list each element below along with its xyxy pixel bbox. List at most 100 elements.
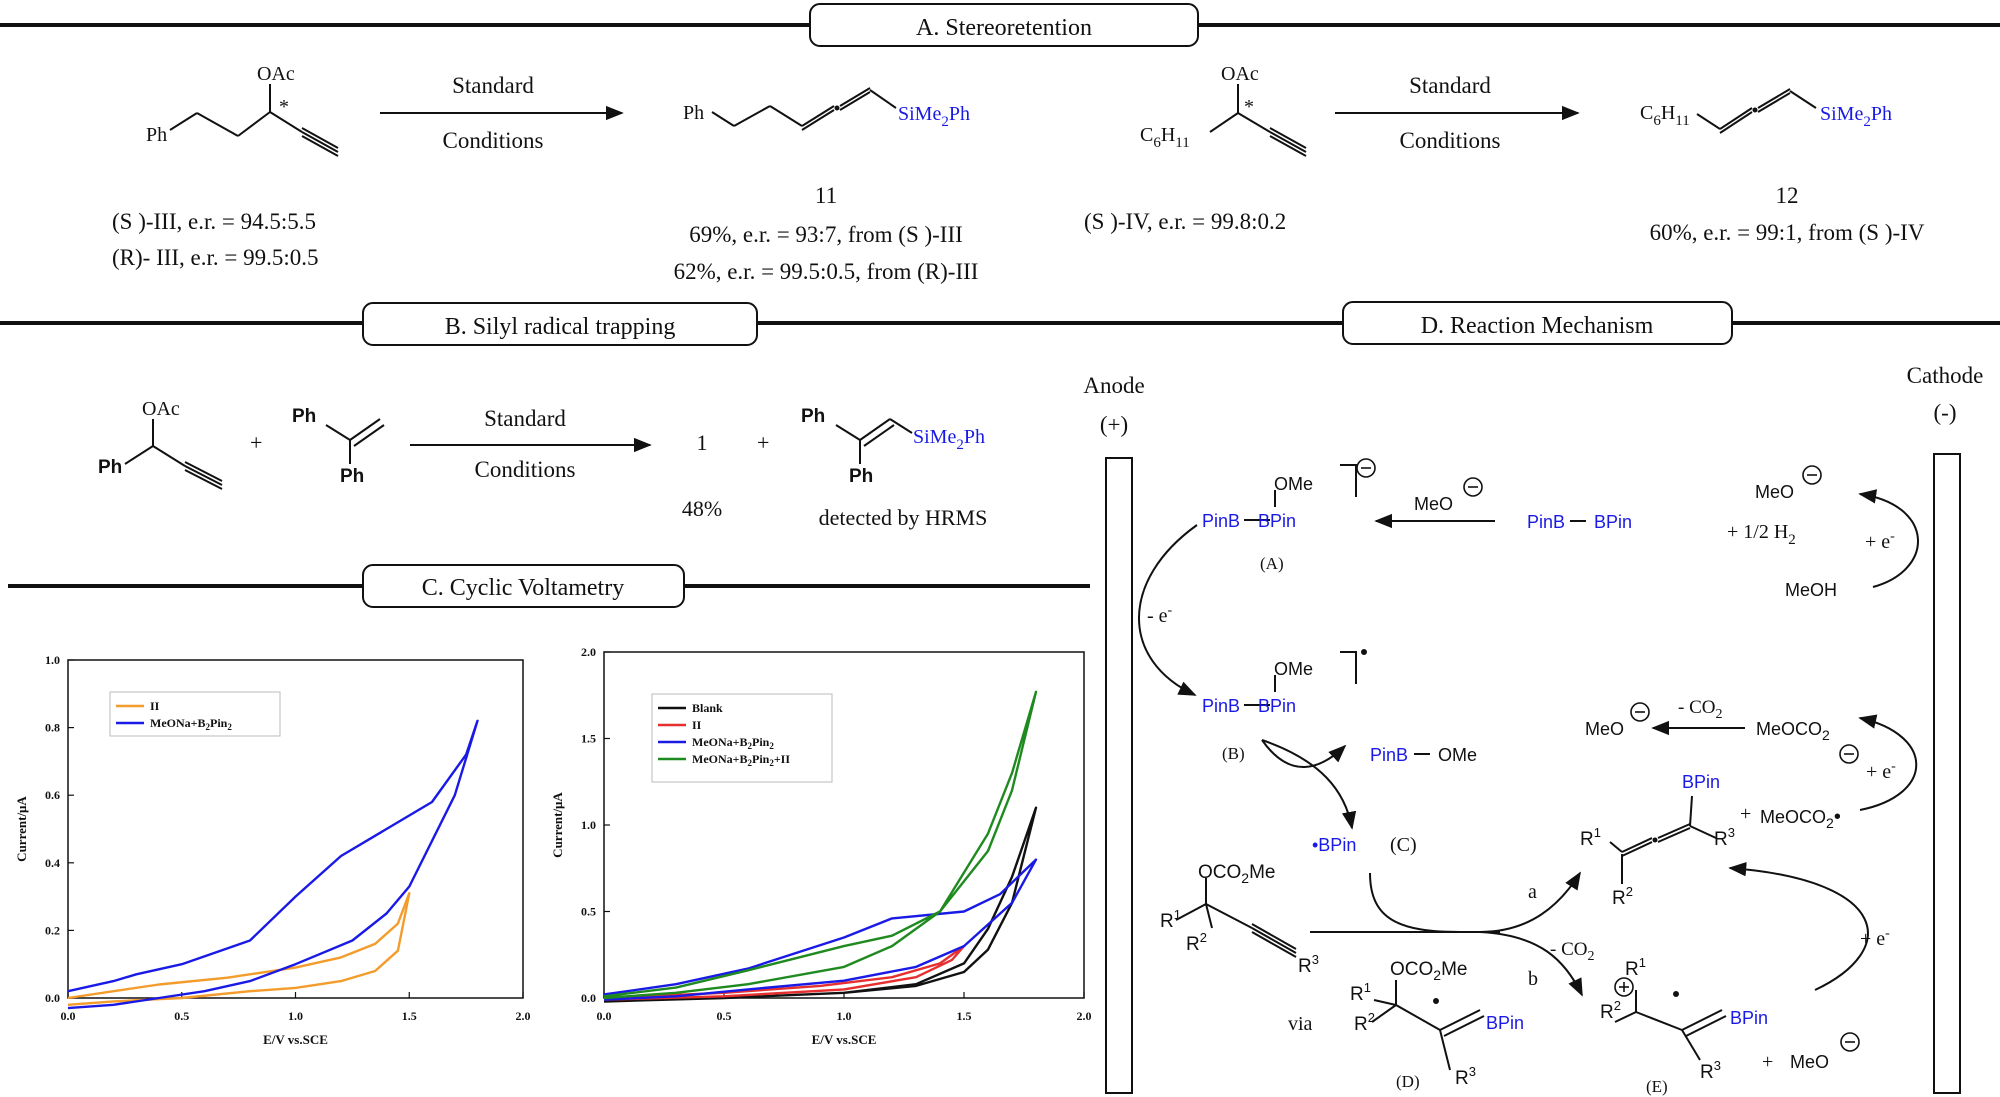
ph-label: Ph bbox=[683, 102, 704, 124]
y-tick-label: 2.0 bbox=[581, 645, 596, 659]
ph-label: Ph bbox=[801, 406, 825, 427]
plus-sign: + bbox=[250, 430, 262, 455]
y-axis-label: Current/μA bbox=[14, 796, 29, 862]
section-b-header: B. Silyl radical trapping bbox=[0, 302, 1343, 346]
ph-label: Ph bbox=[98, 457, 122, 478]
r2-label: R2 bbox=[1354, 1010, 1375, 1035]
sime2ph-label: SiMe2Ph bbox=[898, 103, 970, 130]
svg-text:BPin: BPin bbox=[1594, 512, 1632, 532]
svg-text:(B): (B) bbox=[1222, 744, 1245, 763]
allene-center-dot bbox=[1752, 107, 1758, 113]
section-a-header: A. Stereoretention bbox=[0, 3, 2000, 47]
legend-label: II bbox=[150, 699, 160, 713]
hrms-detected: detected by HRMS bbox=[819, 505, 988, 530]
x-tick-label: 1.5 bbox=[957, 1009, 972, 1023]
meo-label: MeO bbox=[1755, 482, 1794, 502]
ph-label: Ph bbox=[849, 466, 873, 487]
meoco2-reduction-arrow bbox=[1858, 714, 1917, 811]
product-12-yield: 60%, e.r. = 99:1, from (S )-IV bbox=[1650, 220, 1925, 245]
conditions-label: Conditions bbox=[475, 457, 576, 482]
product-12-label: 12 bbox=[1776, 183, 1799, 208]
minus-charge-icon bbox=[1630, 702, 1650, 722]
standard-label: Standard bbox=[1409, 73, 1491, 98]
panel-a-left-substrate bbox=[169, 84, 339, 157]
oac-label: OAc bbox=[1221, 63, 1259, 85]
plus-sign: + bbox=[1740, 803, 1751, 825]
stereocenter-star: * bbox=[1244, 96, 1254, 118]
radical-dot bbox=[1433, 998, 1439, 1004]
x-tick-label: 0.5 bbox=[174, 1009, 189, 1023]
svg-text:PinB: PinB bbox=[1370, 745, 1408, 765]
cathode-sign: (-) bbox=[1934, 400, 1957, 425]
meoco2-anion-label: MeOCO2 bbox=[1756, 719, 1830, 743]
product-12-structure bbox=[1696, 88, 1817, 134]
meo-label: MeO bbox=[1414, 494, 1453, 514]
sime2ph-label: SiMe2Ph bbox=[1820, 103, 1892, 130]
pinb-ome: PinB OMe bbox=[1370, 745, 1477, 765]
plus-e-label: + e- bbox=[1865, 529, 1895, 553]
propargyl-carbonate bbox=[1175, 878, 1297, 958]
ph-label: Ph bbox=[340, 466, 364, 487]
minus-charge-icon bbox=[1839, 744, 1859, 764]
conditions-label: Conditions bbox=[1400, 128, 1501, 153]
bpin-radical-label: •BPin bbox=[1312, 835, 1356, 855]
path-a-arrow bbox=[1479, 871, 1581, 933]
series-line bbox=[67, 892, 411, 1006]
minus-charge-icon bbox=[1802, 465, 1822, 485]
allenyl-boronate bbox=[1609, 795, 1717, 884]
series-line bbox=[67, 719, 479, 1010]
section-d-title: D. Reaction Mechanism bbox=[1421, 313, 1654, 339]
species-d-label: (D) bbox=[1396, 1072, 1420, 1091]
plus-sign: + bbox=[757, 430, 769, 455]
r3-label: R3 bbox=[1700, 1058, 1721, 1083]
meoh-label: MeOH bbox=[1785, 580, 1837, 600]
right-sm-er: (S )-IV, e.r. = 99.8:0.2 bbox=[1084, 209, 1286, 234]
species-b: PinB BPin OMe (B) bbox=[1202, 649, 1367, 763]
svg-text:OMe: OMe bbox=[1274, 659, 1313, 679]
anode-sign: (+) bbox=[1100, 412, 1128, 437]
legend-box bbox=[109, 691, 281, 737]
minus-co2-label: - CO2 bbox=[1550, 939, 1594, 964]
r1-label: R1 bbox=[1580, 825, 1601, 850]
svg-text:PinB: PinB bbox=[1202, 511, 1240, 531]
y-tick-label: 0.2 bbox=[45, 923, 60, 937]
diphenylethylene-structure bbox=[325, 418, 385, 464]
legend-label: MeONa+B2Pin2 bbox=[692, 735, 774, 751]
svg-text:PinB: PinB bbox=[1202, 696, 1240, 716]
x-tick-label: 2.0 bbox=[1077, 1009, 1092, 1023]
svg-text:BPin: BPin bbox=[1258, 511, 1296, 531]
panel-b-substrate bbox=[124, 419, 223, 490]
left-sm-er-1: (S )-III, e.r. = 94.5:5.5 bbox=[112, 209, 316, 234]
svg-text:OMe: OMe bbox=[1438, 745, 1477, 765]
plus-e-label: + e- bbox=[1860, 926, 1890, 950]
via-label: via bbox=[1288, 1013, 1313, 1035]
minus-co2-label: - CO2 bbox=[1678, 697, 1722, 722]
section-b-title: B. Silyl radical trapping bbox=[445, 314, 676, 340]
legend-label: Blank bbox=[692, 701, 723, 715]
vinylsilane-structure bbox=[835, 418, 913, 464]
stereocenter-star: * bbox=[279, 96, 289, 118]
species-e bbox=[1614, 990, 1727, 1061]
path-b-label: b bbox=[1528, 968, 1538, 990]
e-reduction-arrow bbox=[1728, 862, 1869, 991]
plus-charge-icon bbox=[1614, 977, 1634, 997]
section-a-title: A. Stereoretention bbox=[916, 15, 1092, 41]
x-tick-label: 0.5 bbox=[717, 1009, 732, 1023]
r1-label: R1 bbox=[1625, 955, 1646, 980]
x-axis-label: E/V vs.SCE bbox=[812, 1032, 877, 1047]
y-tick-label: 0.5 bbox=[581, 905, 596, 919]
r2-label: R2 bbox=[1600, 998, 1621, 1023]
radical-dot bbox=[1673, 991, 1679, 997]
conditions-label: Conditions bbox=[443, 128, 544, 153]
species-e-label: (E) bbox=[1646, 1077, 1668, 1096]
species-c-label: (C) bbox=[1390, 834, 1417, 856]
y-tick-label: 0.4 bbox=[45, 856, 60, 870]
meoco2-radical-label: MeOCO2• bbox=[1760, 806, 1841, 831]
y-tick-label: 1.0 bbox=[45, 653, 60, 667]
anode-electrode bbox=[1105, 457, 1133, 1094]
svg-text:OMe: OMe bbox=[1274, 474, 1313, 494]
radical-formation-arrow bbox=[1261, 739, 1357, 830]
oco2me-label: OCO2Me bbox=[1390, 959, 1467, 983]
